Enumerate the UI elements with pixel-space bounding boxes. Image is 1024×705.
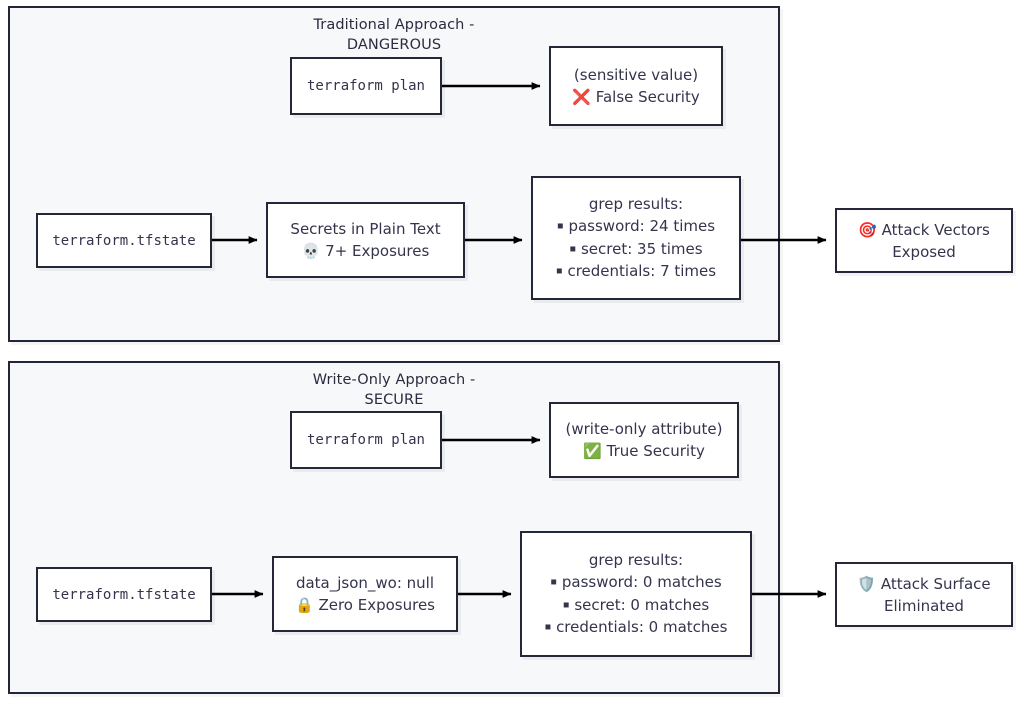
node-label: terraform.tfstate <box>52 232 196 249</box>
node-data-json-wo-null[interactable]: data_json_wo: null 🔒 Zero Exposures <box>272 556 458 632</box>
node-attack-surface-eliminated[interactable]: 🛡️ Attack Surface Eliminated <box>835 562 1013 627</box>
node-label-line2: ❌ False Security <box>572 86 700 108</box>
cross-mark-icon: ❌ <box>572 88 591 106</box>
grep-header: grep results: <box>588 551 684 570</box>
grep-item-text: credentials: 7 times <box>567 262 717 281</box>
node-label-line1: Secrets in Plain Text <box>290 220 441 238</box>
cluster-writeonly-title: Write-Only Approach - SECURE <box>312 372 476 408</box>
bullet-icon: ▪ <box>556 220 564 232</box>
node-label-text: False Security <box>595 88 700 106</box>
node-grep-results-writeonly[interactable]: grep results: ▪ password: 0 matches ▪ se… <box>520 531 752 657</box>
node-label-line1: (write-only attribute) <box>565 420 723 438</box>
grep-item-text: password: 0 matches <box>561 573 722 592</box>
node-label-line1: 🎯 Attack Vectors <box>858 219 990 241</box>
node-terraform-tfstate-writeonly[interactable]: terraform.tfstate <box>36 567 212 622</box>
node-label: terraform plan <box>306 432 425 448</box>
node-label-line1: data_json_wo: null <box>295 574 435 592</box>
shield-icon: 🛡️ <box>857 574 877 593</box>
grep-item: ▪ password: 24 times <box>555 215 717 238</box>
node-label-line2: ✅ True Security <box>583 440 705 462</box>
grep-item: ▪ secret: 35 times <box>567 238 704 261</box>
node-label-line2: Exposed <box>892 242 956 261</box>
node-label-line1: 🛡️ Attack Surface <box>857 573 990 595</box>
node-label-line1: (sensitive value) <box>573 66 699 84</box>
bullet-icon: ▪ <box>555 265 563 277</box>
bullet-icon: ▪ <box>569 243 577 255</box>
grep-item: ▪ secret: 0 matches <box>561 594 711 617</box>
node-label-line2: 💀 7+ Exposures <box>302 240 430 262</box>
bullet-icon: ▪ <box>550 576 558 588</box>
node-terraform-plan-traditional[interactable]: terraform plan <box>290 57 442 115</box>
node-secrets-in-plain-text[interactable]: Secrets in Plain Text 💀 7+ Exposures <box>266 202 465 278</box>
node-label-text: True Security <box>606 442 705 460</box>
grep-item-text: secret: 35 times <box>580 239 703 258</box>
grep-item: ▪ credentials: 0 matches <box>543 616 730 639</box>
node-label-text: Zero Exposures <box>318 596 435 614</box>
node-label-text: Attack Vectors <box>881 220 990 239</box>
grep-item-text: secret: 0 matches <box>574 595 710 614</box>
check-mark-icon: ✅ <box>583 442 602 460</box>
grep-item: ▪ credentials: 7 times <box>554 260 718 283</box>
node-write-only-attribute[interactable]: (write-only attribute) ✅ True Security <box>549 402 739 478</box>
grep-item-text: password: 24 times <box>568 217 716 236</box>
cluster-traditional-title: Traditional Approach - DANGEROUS <box>313 17 475 53</box>
node-label-line2: 🔒 Zero Exposures <box>295 594 435 616</box>
node-attack-vectors-exposed[interactable]: 🎯 Attack Vectors Exposed <box>835 208 1013 273</box>
bullet-icon: ▪ <box>544 621 552 633</box>
skull-icon: 💀 <box>301 242 321 260</box>
lock-icon: 🔒 <box>294 596 314 614</box>
node-sensitive-value[interactable]: (sensitive value) ❌ False Security <box>549 46 723 126</box>
node-terraform-tfstate-traditional[interactable]: terraform.tfstate <box>36 213 212 268</box>
node-label-text: 7+ Exposures <box>325 242 430 260</box>
node-label: terraform.tfstate <box>52 586 196 603</box>
node-label: terraform plan <box>306 78 425 94</box>
node-grep-results-traditional[interactable]: grep results: ▪ password: 24 times ▪ sec… <box>531 176 741 300</box>
node-terraform-plan-writeonly[interactable]: terraform plan <box>290 411 442 469</box>
target-icon: 🎯 <box>858 220 877 239</box>
node-label-line2: Eliminated <box>884 596 964 615</box>
grep-header: grep results: <box>588 195 684 214</box>
grep-item: ▪ password: 0 matches <box>548 571 723 594</box>
bullet-icon: ▪ <box>562 599 570 611</box>
node-label-text: Attack Surface <box>880 574 991 593</box>
grep-item-text: credentials: 0 matches <box>556 618 728 637</box>
